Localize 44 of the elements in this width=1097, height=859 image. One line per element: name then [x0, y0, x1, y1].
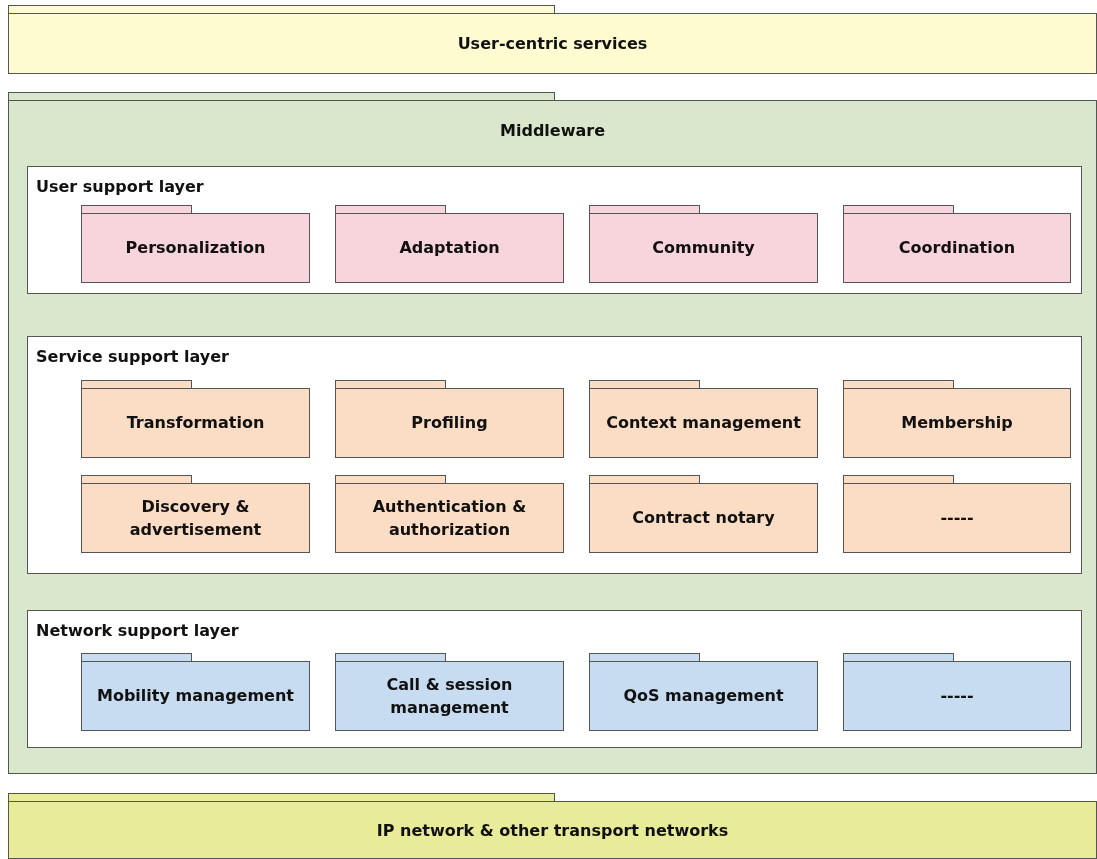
band-title: Middleware: [500, 121, 605, 140]
layer-panel: [27, 166, 1082, 294]
package-box: [843, 661, 1071, 731]
layer-band: [8, 801, 1097, 859]
package-title: Community: [652, 237, 755, 260]
layer-panel: [27, 610, 1082, 748]
package-title: Personalization: [125, 237, 266, 260]
band-title: IP network & other transport networks: [376, 820, 729, 840]
package-title: Context management: [606, 412, 801, 435]
package-title: Call & session management: [385, 673, 514, 719]
package-title: QoS management: [623, 685, 784, 708]
package-title: Authentication & authorization: [371, 495, 528, 541]
package-box: [81, 661, 310, 731]
container-band: [8, 100, 1097, 774]
package-box: [335, 388, 564, 458]
package-box: [589, 388, 818, 458]
package-box: [81, 213, 310, 283]
package-title: Membership: [901, 412, 1013, 435]
package-box: [843, 213, 1071, 283]
package-title: -----: [940, 507, 974, 530]
package-box: [81, 388, 310, 458]
package-box: [843, 388, 1071, 458]
package-title: Mobility management: [97, 685, 294, 708]
package-box: [589, 213, 818, 283]
layer-title: Network support layer: [36, 621, 239, 640]
package-title: Profiling: [411, 412, 488, 435]
layer-band: [8, 13, 1097, 74]
package-box: [335, 661, 564, 731]
layer-panel: [27, 336, 1082, 574]
package-title: Coordination: [898, 237, 1016, 260]
package-title: Discovery & advertisement: [128, 495, 263, 541]
package-title: -----: [940, 685, 974, 708]
package-title: Adaptation: [399, 237, 500, 260]
package-box: [843, 483, 1071, 553]
package-box: [589, 483, 818, 553]
package-box: [81, 483, 310, 553]
package-title: Transformation: [126, 412, 265, 435]
package-box: [335, 483, 564, 553]
package-box: [589, 661, 818, 731]
layer-title: User support layer: [36, 177, 204, 196]
layer-title: Service support layer: [36, 347, 229, 366]
package-box: [335, 213, 564, 283]
package-title: Contract notary: [632, 507, 775, 530]
band-title: User-centric services: [457, 34, 648, 53]
